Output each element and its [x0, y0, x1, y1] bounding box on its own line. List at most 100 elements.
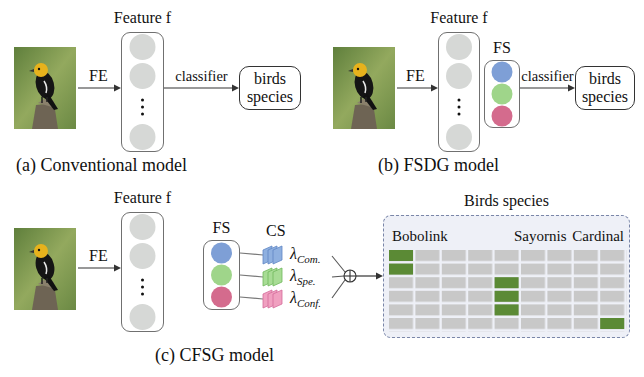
sum-symbol	[349, 270, 350, 282]
active-cell	[600, 318, 624, 329]
connector-line	[520, 87, 569, 88]
column-heading: Feature f	[114, 9, 171, 27]
fe-arrow	[114, 85, 121, 92]
cs-label: CS	[266, 222, 286, 240]
lambda-weight: λConf.	[290, 289, 321, 309]
output-box: birds species	[239, 66, 301, 110]
fs-circles	[492, 84, 513, 105]
fe-label: FE	[89, 247, 108, 265]
ellipsis-dots	[141, 293, 144, 296]
sum-line	[332, 256, 345, 272]
sum-arrow	[356, 273, 383, 280]
arrow-head	[568, 85, 575, 92]
fs-column: FS	[484, 60, 520, 128]
fs-circles	[211, 243, 232, 264]
fs-to-cs-line	[240, 297, 263, 299]
fe-arrow	[431, 85, 438, 92]
feature-circles	[130, 243, 156, 269]
cs-stack	[263, 246, 282, 308]
lambda-weight: λSpe.	[290, 267, 316, 287]
fs-circles	[211, 287, 232, 308]
feature-circles	[130, 63, 156, 89]
species-name: Cardinal	[572, 228, 624, 245]
ellipsis-dots	[458, 113, 461, 116]
active-cell	[389, 264, 413, 275]
sum-symbol	[344, 270, 356, 282]
fs-circles	[211, 265, 232, 286]
fs-to-cs-line	[240, 253, 263, 299]
feature-column: Feature f	[121, 32, 164, 152]
column-heading: FS	[493, 39, 511, 57]
sum-arrow	[356, 275, 377, 276]
panel-heading: Birds species	[464, 192, 549, 210]
column-heading: FS	[213, 219, 231, 237]
output-box: birds species	[575, 66, 635, 110]
fe-arrow	[397, 87, 432, 88]
column-heading: Feature f	[114, 189, 171, 207]
output-text: birds species	[244, 70, 296, 105]
feature-circles	[446, 63, 472, 89]
sum-line	[332, 280, 345, 298]
edge-label: classifier	[521, 69, 573, 85]
output-text: birds species	[580, 70, 630, 105]
feature-circles	[446, 124, 472, 150]
active-cell	[389, 250, 413, 261]
feature-circles	[446, 34, 472, 60]
panel-fill	[383, 215, 630, 338]
bird-photo	[14, 228, 76, 310]
sum-arrow	[376, 273, 383, 280]
connector-arrow	[520, 85, 575, 92]
ellipsis-dots	[458, 99, 461, 102]
fs-circles	[492, 106, 513, 127]
ellipsis-dots	[458, 106, 461, 109]
sum-line	[332, 276, 344, 277]
class-grid	[389, 250, 627, 332]
feature-circles	[130, 34, 156, 60]
feature-column: Feature f	[121, 212, 164, 332]
fs-to-cs-line	[240, 253, 263, 255]
connector-line	[164, 87, 233, 88]
cs-stack	[273, 246, 282, 264]
sum-line	[332, 256, 345, 298]
ellipsis-dots	[141, 279, 144, 282]
connector-arrow	[164, 85, 239, 92]
fe-arrow	[78, 267, 115, 268]
sum-symbol	[344, 270, 356, 282]
fe-label: FE	[406, 67, 425, 85]
active-cell	[495, 291, 519, 302]
ellipsis-dots	[141, 99, 144, 102]
feature-circles	[130, 304, 156, 330]
fs-column: FS	[203, 240, 240, 310]
active-cell	[495, 304, 519, 315]
bird-photo	[333, 47, 395, 129]
species-panel: Birds speciesBobolinkSayornisCardinal	[383, 215, 630, 338]
fs-circles	[492, 62, 513, 83]
fs-to-cs-line	[240, 275, 263, 277]
arrow-head	[232, 85, 239, 92]
bird-photo	[14, 47, 76, 129]
feature-column: Feature f	[438, 32, 480, 152]
fe-label: FE	[89, 67, 108, 85]
column-heading: Feature f	[430, 9, 487, 27]
panel-caption: (b) FSDG model	[378, 156, 499, 176]
active-cell	[389, 250, 624, 329]
ellipsis-dots	[141, 113, 144, 116]
ellipsis-dots	[141, 106, 144, 109]
ellipsis-dots	[141, 286, 144, 289]
panel-caption: (a) Conventional model	[16, 156, 187, 176]
cs-stack	[273, 290, 282, 308]
species-name: Bobolink	[392, 228, 448, 245]
ellipsis-dots	[141, 99, 461, 296]
cs-stack	[273, 268, 282, 286]
species-name: Sayornis	[514, 228, 567, 245]
fe-arrow	[78, 87, 115, 88]
lambda-weight: λCom.	[290, 245, 320, 265]
fe-arrow	[114, 265, 121, 272]
feature-circles	[130, 214, 156, 240]
panel-caption: (c) CFSG model	[155, 346, 274, 366]
edge-label: classifier	[175, 69, 227, 85]
active-cell	[495, 277, 519, 288]
